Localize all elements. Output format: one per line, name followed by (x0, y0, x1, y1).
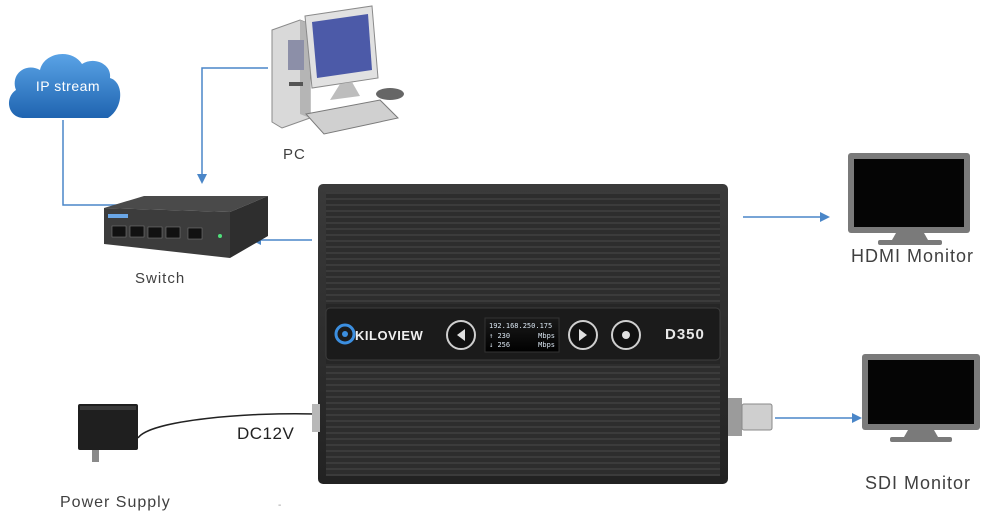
ip-stream-cloud (9, 53, 121, 118)
enter-button[interactable] (611, 320, 641, 350)
hdmi-monitor-icon (848, 153, 970, 245)
oled-screen (484, 317, 560, 353)
kiloview-logo-icon (334, 323, 356, 345)
network-switch (104, 196, 268, 258)
model-label: D350 (665, 326, 705, 343)
brand-logo-text: KILOVIEW (355, 328, 424, 343)
oled-ip-address: 192.168.250.175 (489, 322, 555, 330)
d350-decoder-device (312, 184, 773, 484)
cloud-label: IP stream (35, 78, 101, 94)
stray-mark: - (278, 500, 282, 511)
download-value: 256 (497, 341, 511, 349)
upload-unit: Mbps (538, 332, 555, 340)
pc-to-switch-line (197, 67, 268, 184)
dc-input-label: DC12V (237, 424, 295, 443)
switch-label: Switch (135, 270, 186, 287)
power-supply-label: Power Supply (60, 494, 171, 511)
ip-address-text: 192.168.250.175 (489, 322, 553, 330)
sdi-monitor-icon (862, 354, 980, 442)
right-arrow-button[interactable] (568, 320, 598, 350)
power-supply-icon (78, 404, 317, 462)
cloud-to-switch-line (62, 120, 145, 210)
hdmi-monitor-label: HDMI Monitor (851, 246, 975, 266)
pc-label: PC (283, 146, 306, 163)
left-arrow-button[interactable] (446, 320, 476, 350)
download-unit: Mbps (538, 341, 555, 349)
pc-icon (271, 5, 404, 135)
sdi-monitor-label: SDI Monitor (865, 473, 972, 493)
upload-value: 230 (497, 332, 511, 340)
